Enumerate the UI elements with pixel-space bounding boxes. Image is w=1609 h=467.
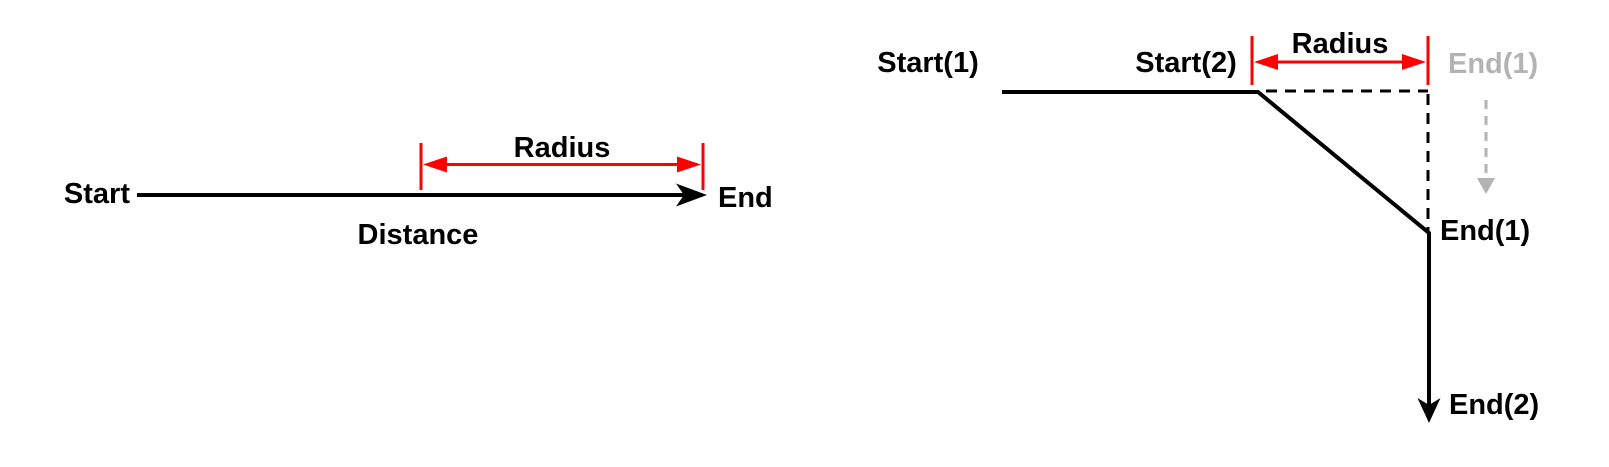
left-diagram: Start End Radius Distance xyxy=(64,132,773,251)
trajectory-arrowhead-down-icon xyxy=(1417,398,1441,423)
left-radius-arrowhead-right-icon xyxy=(677,156,701,173)
right-start2-label: Start(2) xyxy=(1135,47,1237,79)
trajectory-path xyxy=(1002,90,1431,406)
left-start-label: Start xyxy=(64,178,130,210)
right-end2-label: End(2) xyxy=(1449,389,1539,421)
right-start1-label: Start(1) xyxy=(877,47,979,79)
right-end1-label: End(1) xyxy=(1440,215,1530,247)
right-radius-arrowhead-left-icon xyxy=(1254,54,1278,70)
right-diagram: Start(1) Start(2) Radius End(1) xyxy=(877,28,1539,423)
left-end-label: End xyxy=(718,182,773,214)
left-radius-arrowhead-left-icon xyxy=(423,156,447,173)
right-end1-ghost-label: End(1) xyxy=(1448,48,1538,80)
left-distance-label: Distance xyxy=(358,219,479,251)
ghost-arrowhead-down-icon xyxy=(1477,178,1495,194)
distance-arrowhead-right-icon xyxy=(676,183,707,207)
right-radius-label: Radius xyxy=(1292,28,1389,60)
left-radius-label: Radius xyxy=(514,132,611,164)
right-radius-arrowhead-right-icon xyxy=(1402,54,1426,70)
